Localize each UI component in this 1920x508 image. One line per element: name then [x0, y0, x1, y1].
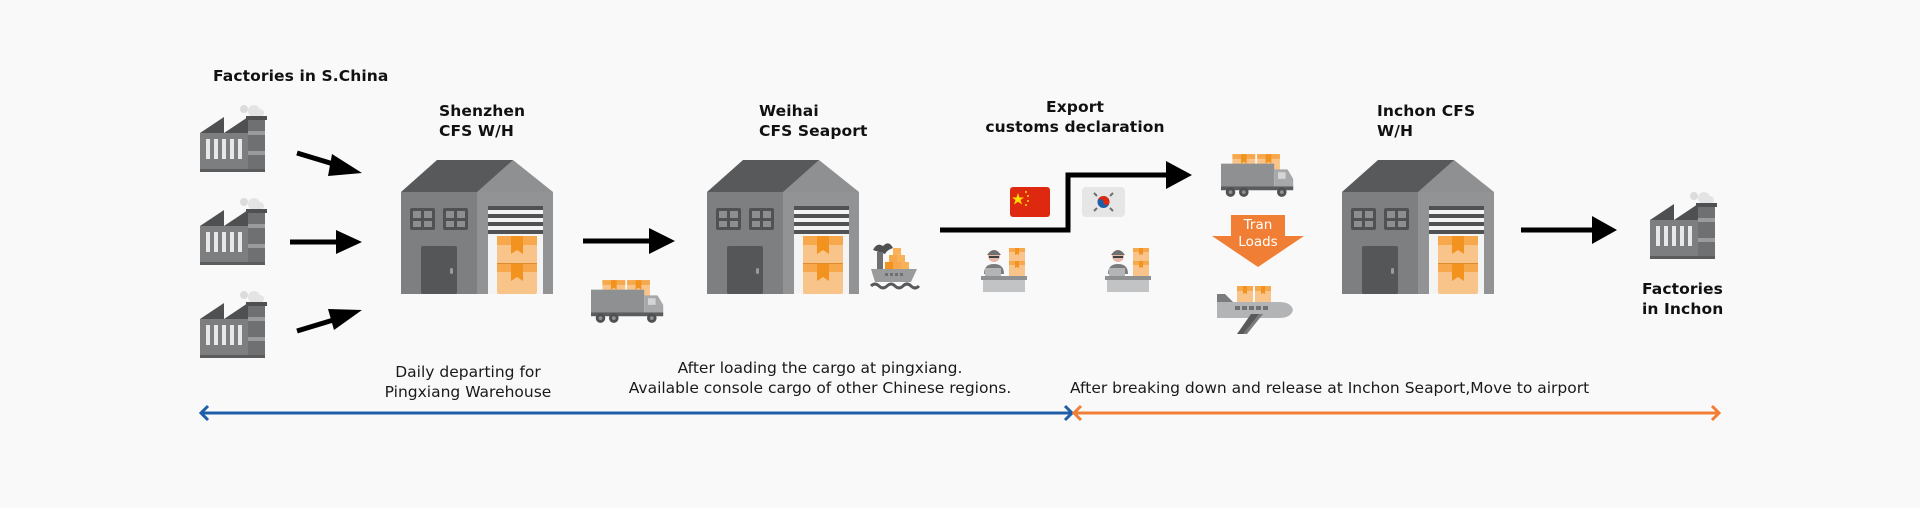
- korea-flag-icon: [1082, 187, 1125, 217]
- customs-label-line2: customs declaration: [985, 118, 1165, 136]
- arrow-icon: [583, 228, 675, 254]
- china-flag-icon: [1010, 187, 1050, 217]
- destination-label-line2: in Inchon: [1642, 300, 1724, 318]
- weihai-label-line2: CFS Seaport: [759, 122, 868, 140]
- destination-label-line1: Factories: [1642, 280, 1723, 298]
- inchon-label-line2: W/H: [1377, 122, 1414, 140]
- china-segment: [198, 404, 1075, 422]
- weihai-label-line1: Weihai: [759, 102, 819, 120]
- transload-line2: Loads: [1238, 234, 1278, 250]
- caption-line: Pingxiang Warehouse: [384, 383, 552, 401]
- customs-step-arrow: [940, 161, 1192, 233]
- origin-factories-label: Factories in S.China: [213, 67, 389, 85]
- customs-label: Export customs declaration: [975, 97, 1175, 137]
- shenzhen-label-line1: Shenzhen: [439, 102, 526, 120]
- destination-label: Factories in Inchon: [1642, 279, 1723, 319]
- arrow-icon: [290, 230, 362, 254]
- inchon-label: Inchon CFS W/H: [1377, 101, 1475, 141]
- caption-line: After loading the cargo at pingxiang.: [677, 359, 963, 377]
- shenzhen-label: Shenzhen CFS W/H: [439, 101, 525, 141]
- caption-line: Available console cargo of other Chinese…: [628, 379, 1012, 397]
- daily-departing-caption: Daily departing for Pingxiang Warehouse: [358, 362, 578, 402]
- arrow-icon: [296, 309, 362, 334]
- weihai-label: Weihai CFS Seaport: [759, 101, 868, 141]
- transload-line1: Tran: [1243, 217, 1273, 233]
- arrow-icon: [296, 150, 362, 176]
- breaking-down-caption: After breaking down and release at Incho…: [1070, 379, 1590, 397]
- caption-line: Daily departing for: [395, 363, 541, 381]
- down-arrow-icon: [1212, 215, 1304, 267]
- loading-caption: After loading the cargo at pingxiang. Av…: [600, 358, 1040, 398]
- inchon-label-line1: Inchon CFS: [1377, 102, 1476, 120]
- transload-badge: Tran Loads: [1212, 215, 1304, 267]
- shenzhen-label-line2: CFS W/H: [439, 122, 514, 140]
- transload-text: Tran Loads: [1212, 217, 1304, 251]
- arrow-icon: [1521, 216, 1617, 244]
- customs-label-line1: Export: [1046, 98, 1104, 116]
- korea-segment: [1071, 404, 1722, 422]
